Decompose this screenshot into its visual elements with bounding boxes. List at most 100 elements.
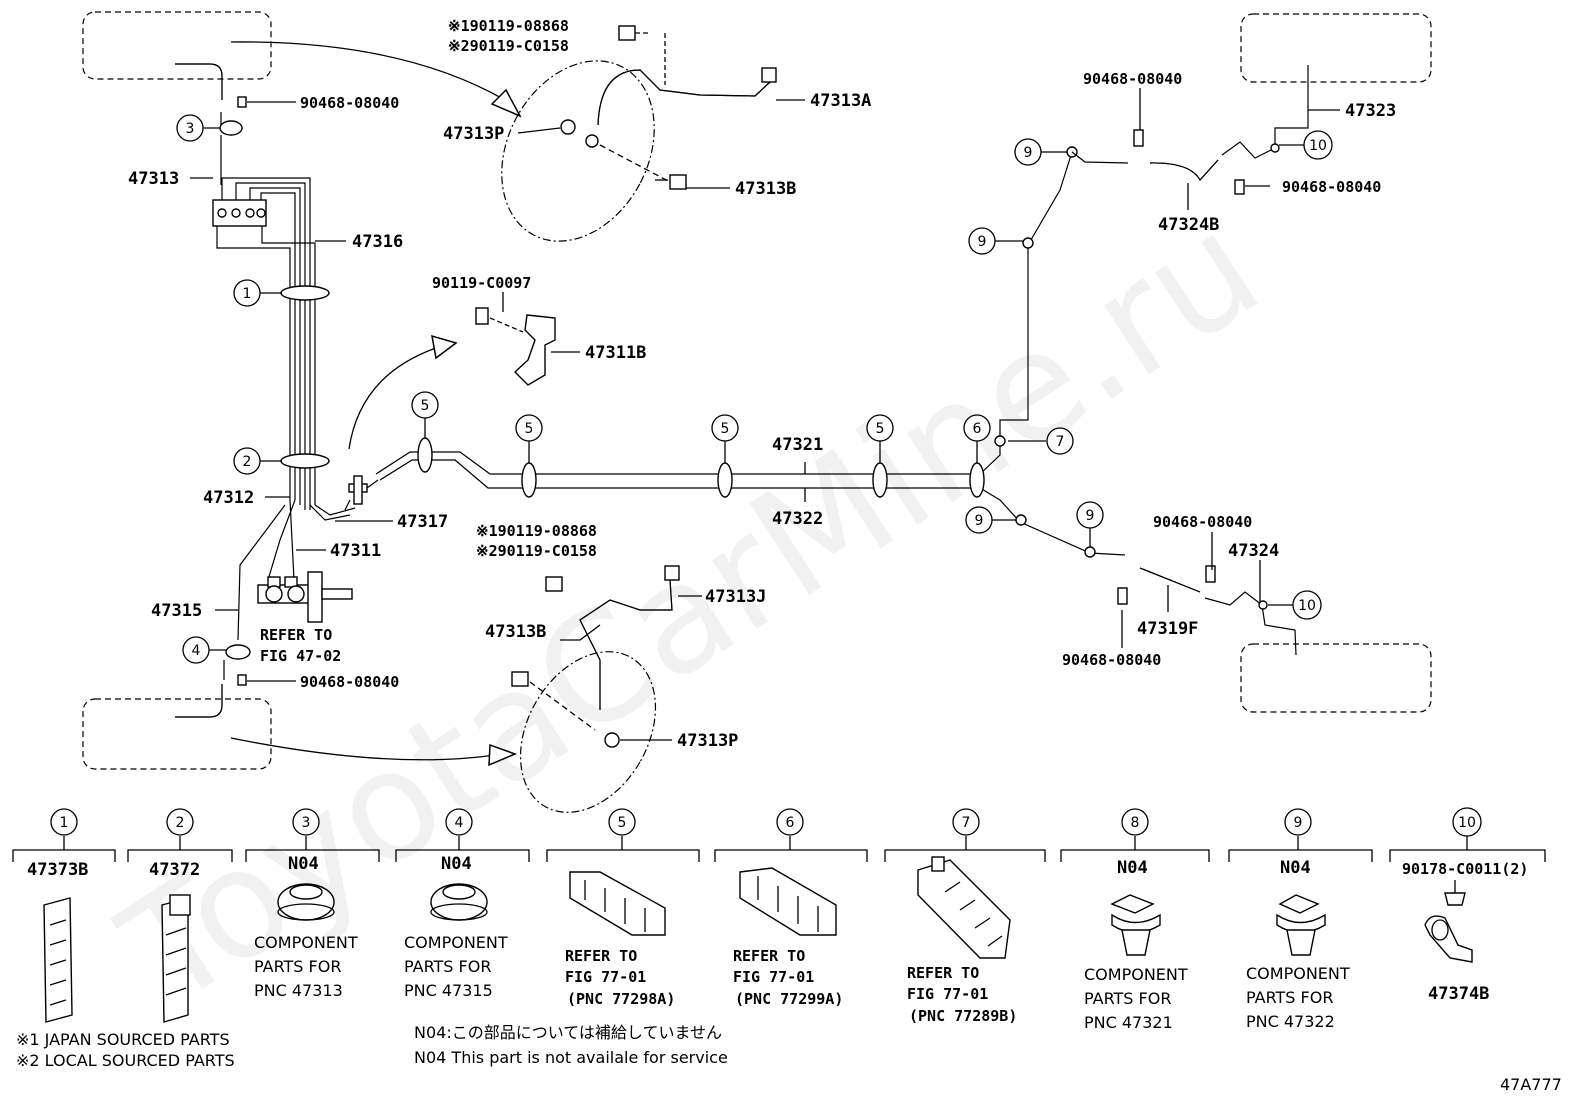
arrow-mid xyxy=(348,347,437,450)
refer-text: REFER TO xyxy=(260,626,332,644)
svg-text:9: 9 xyxy=(978,234,987,250)
svg-text:10: 10 xyxy=(1309,138,1327,154)
clamp-47373B-icon xyxy=(43,897,73,1023)
part-label: 47311B xyxy=(585,343,646,363)
svg-text:2: 2 xyxy=(176,815,185,831)
front-hose-lower xyxy=(511,565,680,748)
master-cylinder-lines xyxy=(175,63,356,718)
svg-text:N04: N04 xyxy=(441,854,472,874)
detail-ellipse-bottom xyxy=(519,651,657,813)
svg-text:47372: 47372 xyxy=(149,860,200,880)
arrow-top-head xyxy=(490,88,522,118)
svg-text:10: 10 xyxy=(1298,598,1316,614)
clamp-47372-icon xyxy=(161,894,191,1023)
svg-text:N04 This part is not availal: N04 This part is not availale for servic… xyxy=(414,1048,728,1067)
part-label: 47313P xyxy=(677,731,738,751)
svg-text:4: 4 xyxy=(455,815,464,831)
svg-text:9: 9 xyxy=(975,513,984,529)
clip-fastener-icon xyxy=(1276,894,1326,956)
bracket-47311B xyxy=(475,307,556,386)
clip-label: 90468-08040 xyxy=(1153,513,1252,531)
union-connector xyxy=(344,475,379,511)
figure-id: 47A777 xyxy=(1500,1075,1562,1094)
clip-label: 90468-08040 xyxy=(1083,70,1182,88)
svg-text:5: 5 xyxy=(421,398,430,414)
clip-label: 90468-08040 xyxy=(1062,651,1161,669)
footnotes: ※1 JAPAN SOURCED PARTS ※2 LOCAL SOURCED … xyxy=(16,1023,1562,1094)
svg-text:(PNC 77298A): (PNC 77298A) xyxy=(567,990,675,1008)
svg-text:5: 5 xyxy=(876,421,885,437)
svg-text:(PNC 77289B): (PNC 77289B) xyxy=(909,1007,1017,1025)
part-label: 47312 xyxy=(203,488,254,508)
watermark: ToyotaCarMine.ru xyxy=(94,181,1289,1041)
part-label: 47324 xyxy=(1228,541,1279,561)
svg-text:47373B: 47373B xyxy=(27,860,88,880)
grommet-icon xyxy=(430,883,488,921)
part-label: 47313P xyxy=(443,124,504,144)
svg-text:(PNC 77299A): (PNC 77299A) xyxy=(735,990,843,1008)
area-box-bottom-right xyxy=(1240,643,1432,713)
clamp-icon xyxy=(569,871,666,936)
svg-text:90178-C0011(2): 90178-C0011(2) xyxy=(1402,860,1528,878)
front-hose-upper xyxy=(560,25,777,190)
svg-text:47374B: 47374B xyxy=(1428,984,1489,1004)
clip-fastener-icon xyxy=(1110,894,1161,956)
svg-text:FIG 77-01: FIG 77-01 xyxy=(565,968,646,986)
area-box-bottom-left xyxy=(82,698,272,770)
svg-text:8: 8 xyxy=(1131,815,1140,831)
svg-text:3: 3 xyxy=(186,121,195,137)
arrow-top xyxy=(230,41,506,101)
part-label: 47313B xyxy=(735,179,796,199)
leader-lines xyxy=(190,88,1340,741)
svg-text:COMPONENT: COMPONENT xyxy=(254,933,358,952)
svg-text:3: 3 xyxy=(302,815,311,831)
part-label: 47319F xyxy=(1137,619,1198,639)
svg-text:PNC 47315: PNC 47315 xyxy=(404,981,493,1000)
svg-text:COMPONENT: COMPONENT xyxy=(404,933,508,952)
area-box-top-left xyxy=(82,11,272,80)
svg-text:6: 6 xyxy=(973,421,982,437)
svg-text:2: 2 xyxy=(243,454,252,470)
part-label: 47317 xyxy=(397,512,448,532)
sourced-note: ※190119-08868 xyxy=(476,522,597,540)
svg-text:N04: N04 xyxy=(1117,858,1148,878)
svg-text:4: 4 xyxy=(192,643,201,659)
svg-text:FIG 77-01: FIG 77-01 xyxy=(907,985,988,1003)
svg-text:PARTS FOR: PARTS FOR xyxy=(1084,989,1171,1008)
svg-text:5: 5 xyxy=(721,421,730,437)
svg-text:N04: N04 xyxy=(1280,858,1311,878)
svg-text:9: 9 xyxy=(1024,145,1033,161)
svg-text:6: 6 xyxy=(786,815,795,831)
svg-text:FIG 77-01: FIG 77-01 xyxy=(733,968,814,986)
sourced-note: ※190119-08868 xyxy=(448,17,569,35)
svg-text:9: 9 xyxy=(1294,815,1303,831)
svg-text:1: 1 xyxy=(60,815,69,831)
clip-label: 90468-08040 xyxy=(1282,178,1381,196)
svg-text:7: 7 xyxy=(962,815,971,831)
svg-text:COMPONENT: COMPONENT xyxy=(1246,964,1350,983)
part-label: 47324B xyxy=(1158,215,1219,235)
callouts: 3 1 2 4 5 5 5 5 6 7 9 9 9 9 10 10 xyxy=(176,114,1333,664)
part-label: 47315 xyxy=(151,601,202,621)
svg-text:※1 JAPAN SOURCED PARTS: ※1 JAPAN SOURCED PARTS xyxy=(16,1030,230,1049)
arrow-bottom-head xyxy=(488,743,518,767)
master-cylinder xyxy=(257,571,353,623)
rear-hose-lower xyxy=(1117,565,1297,656)
part-label: 47313B xyxy=(485,622,546,642)
part-label: 47313J xyxy=(705,587,766,607)
area-box-top-right xyxy=(1240,13,1432,83)
arrow-mid-head xyxy=(431,334,458,360)
part-label: 47322 xyxy=(772,509,823,529)
svg-text:PARTS FOR: PARTS FOR xyxy=(1246,988,1333,1007)
clamp-icon xyxy=(739,867,837,936)
svg-text:PNC 47322: PNC 47322 xyxy=(1246,1012,1335,1031)
part-label: 47313A xyxy=(810,91,871,111)
part-label: 47311 xyxy=(330,541,381,561)
svg-text:COMPONENT: COMPONENT xyxy=(1084,965,1188,984)
sourced-note: ※290119-C0158 xyxy=(448,37,569,55)
clamp-47374B-icon xyxy=(1424,880,1473,963)
clip-label: 90468-08040 xyxy=(300,673,399,691)
svg-text:5: 5 xyxy=(618,815,627,831)
arrow-bottom xyxy=(230,737,496,761)
